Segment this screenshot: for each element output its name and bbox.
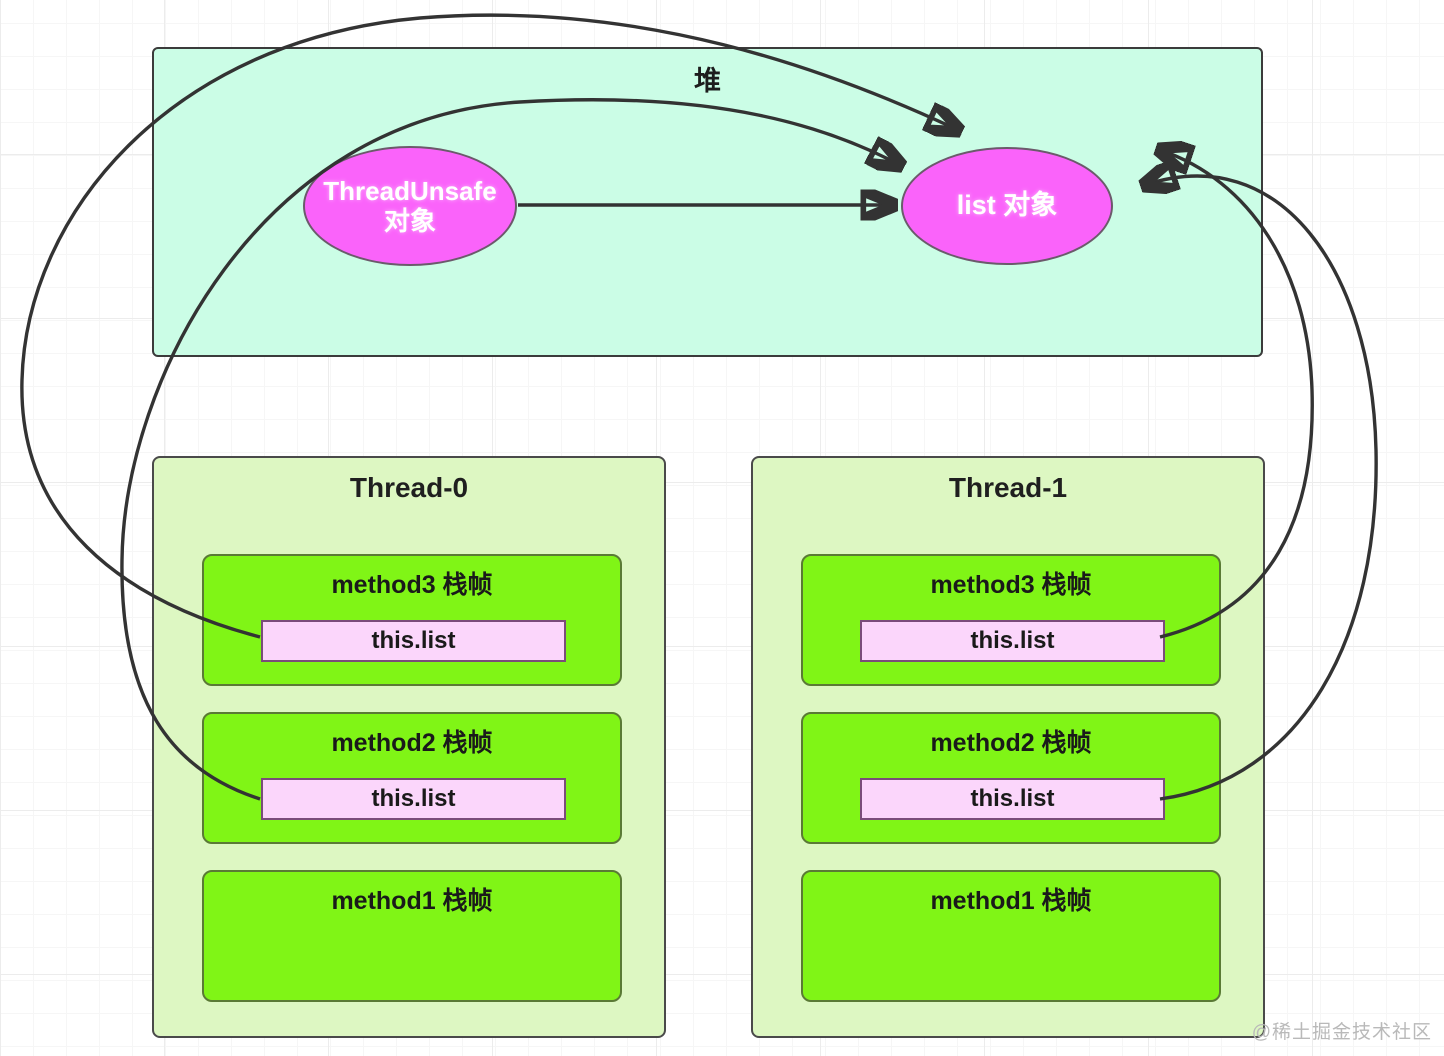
thread-1-method1-frame[interactable]: method1 栈帧 bbox=[801, 870, 1221, 1002]
thread-0-method1-frame[interactable]: method1 栈帧 bbox=[202, 870, 622, 1002]
thread-1-method1-title: method1 栈帧 bbox=[930, 887, 1092, 915]
heap-label: 堆 bbox=[694, 66, 721, 96]
thread-0-method2-this-list-slot[interactable]: this.list bbox=[261, 778, 566, 820]
thread-1-method3-frame[interactable]: method3 栈帧 this.list bbox=[801, 554, 1221, 686]
thread-1-method2-title: method2 栈帧 bbox=[930, 729, 1092, 757]
thread-0-title: Thread-0 bbox=[349, 472, 469, 503]
thread-1-method2-this-list-slot[interactable]: this.list bbox=[860, 778, 1165, 820]
thread-0-method2-title: method2 栈帧 bbox=[331, 729, 493, 757]
thread-0-method3-title: method3 栈帧 bbox=[331, 571, 493, 599]
thread-0-method3-this-list-slot[interactable]: this.list bbox=[261, 620, 566, 662]
thread-0-container: Thread-0 method3 栈帧 this.list method2 栈帧… bbox=[152, 456, 666, 1038]
thread-0-method2-frame[interactable]: method2 栈帧 this.list bbox=[202, 712, 622, 844]
thread-1-title: Thread-1 bbox=[948, 472, 1068, 503]
list-object-node[interactable]: list 对象 bbox=[901, 147, 1113, 265]
thread-1-container: Thread-1 method3 栈帧 this.list method2 栈帧… bbox=[751, 456, 1265, 1038]
thread-0-method1-title: method1 栈帧 bbox=[331, 887, 493, 915]
watermark-label: @稀土掘金技术社区 bbox=[1251, 1022, 1432, 1043]
list-object-label: list 对象 bbox=[956, 190, 1058, 221]
threadunsafe-object-label: ThreadUnsafe 对象 bbox=[323, 175, 497, 236]
thread-0-method3-frame[interactable]: method3 栈帧 this.list bbox=[202, 554, 622, 686]
threadunsafe-object-node[interactable]: ThreadUnsafe 对象 bbox=[303, 146, 517, 266]
thread-1-method3-title: method3 栈帧 bbox=[930, 571, 1092, 599]
thread-1-method2-frame[interactable]: method2 栈帧 this.list bbox=[801, 712, 1221, 844]
thread-1-method3-this-list-slot[interactable]: this.list bbox=[860, 620, 1165, 662]
